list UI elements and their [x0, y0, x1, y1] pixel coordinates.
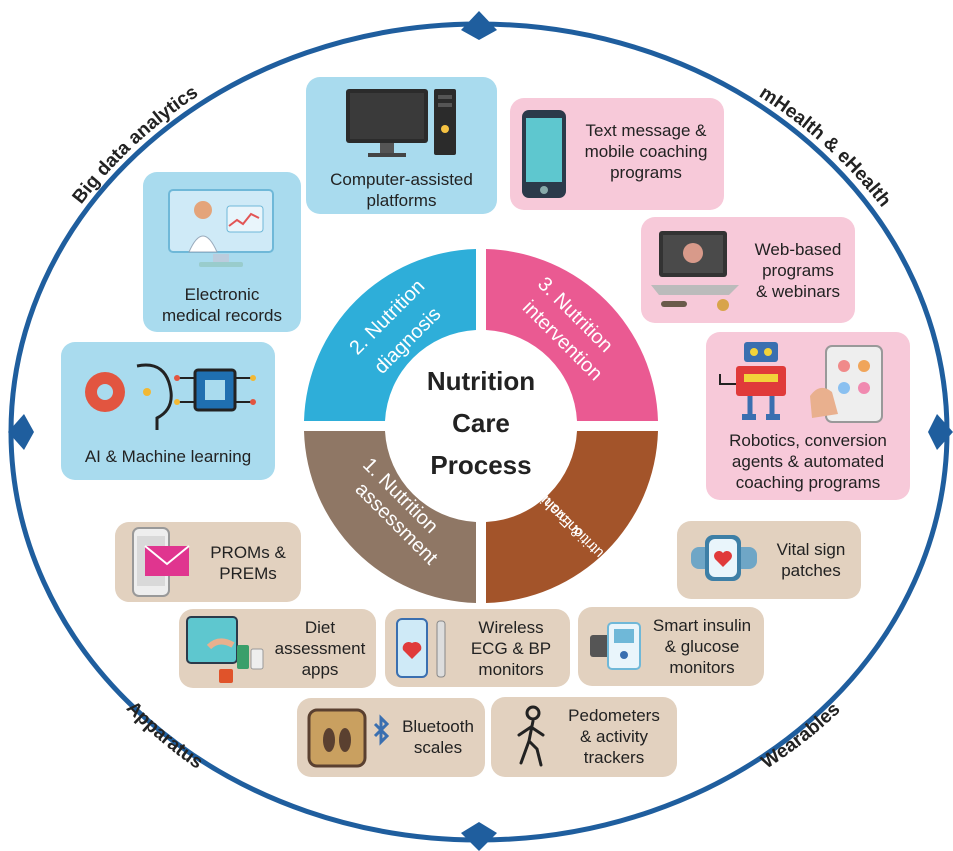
wireless-label-3: monitors — [478, 660, 544, 679]
smartwatch-icon — [691, 535, 757, 581]
bluetooth-label-1: Bluetooth — [402, 717, 474, 736]
box-wireless: Wireless ECG & BP monitors — [385, 609, 570, 687]
box-computer-assisted: Computer-assisted platforms — [306, 77, 497, 214]
doctor-screen-icon — [168, 189, 274, 267]
ring-marker-right — [928, 414, 953, 450]
segment-assessment — [304, 431, 476, 603]
segment-intervention — [486, 249, 658, 421]
diet-label-3: apps — [301, 660, 339, 679]
pedometers-label-3: trackers — [583, 748, 645, 767]
scale-bluetooth-icon — [307, 708, 390, 768]
insulin-label-1: Smart insulin — [652, 616, 752, 635]
web-label-2: programs — [762, 261, 834, 280]
box-bluetooth: Bluetooth scales — [297, 698, 485, 777]
text-label-1: Text message & — [585, 121, 707, 140]
bluetooth-label-2: scales — [413, 738, 463, 757]
phone-mail-icon — [132, 527, 190, 597]
wireless-label-2: ECG & BP — [470, 639, 552, 658]
diet-label-2: assessment — [274, 639, 366, 658]
insulin-label-2: & glucose — [664, 637, 740, 656]
glucose-monitor-icon — [590, 622, 641, 670]
box-web-based: Web-based programs & webinars — [641, 217, 855, 323]
box-vital-sign: Vital sign patches — [677, 521, 861, 599]
box-proms: PROMs & PREMs — [115, 522, 301, 602]
computer-label-2: platforms — [366, 191, 437, 210]
center-circle — [390, 335, 572, 517]
box-pedometers: Pedometers & activity trackers — [491, 697, 677, 777]
box-diet: Diet assessment apps — [179, 609, 376, 688]
proms-label-2: PREMs — [219, 564, 277, 583]
diet-label-1: Diet — [304, 618, 336, 637]
robot-icon — [719, 342, 883, 423]
proms-label-1: PROMs & — [210, 543, 286, 562]
text-label-2: mobile coaching — [584, 142, 708, 161]
text-label-3: programs — [610, 163, 682, 182]
robotics-label-2: agents & automated — [731, 452, 885, 471]
center-title-line3: Process — [430, 450, 531, 480]
segment-diagnosis — [304, 249, 476, 421]
wireless-label-1: Wireless — [478, 618, 544, 637]
center-title-line2: Care — [452, 408, 510, 438]
box-emr: Electronic medical records — [143, 172, 301, 332]
pedometers-label-2: & activity — [579, 727, 649, 746]
label-wearables: Wearables — [758, 699, 845, 773]
svg-text:Wearables: Wearables — [758, 699, 845, 773]
ring-marker-top — [461, 11, 497, 40]
pedometers-label-1: Pedometers — [568, 706, 660, 725]
label-apparatus: Apparatus — [122, 697, 206, 773]
emr-label-1: Electronic — [184, 285, 260, 304]
segment-monitoring — [486, 431, 658, 603]
robotics-label-3: coaching programs — [735, 473, 881, 492]
svg-text:mHealth & eHealth: mHealth & eHealth — [756, 82, 895, 211]
laptop-icon — [651, 231, 739, 311]
emr-label-2: medical records — [162, 306, 282, 325]
web-label-3: & webinars — [755, 282, 841, 301]
vital-label-2: patches — [781, 561, 841, 580]
center-title-line1: Nutrition — [427, 366, 535, 396]
tablet-pills-icon — [186, 616, 264, 683]
ring-marker-bottom — [461, 822, 497, 851]
ring-marker-left — [8, 414, 34, 450]
svg-text:Apparatus: Apparatus — [122, 697, 206, 773]
smartphone-icon — [522, 110, 566, 198]
box-ai: AI & Machine learning — [61, 342, 275, 480]
box-text-message: Text message & mobile coaching programs — [510, 98, 724, 210]
box-robotics: Robotics, conversion agents & automated … — [706, 332, 910, 500]
label-mhealth: mHealth & eHealth — [756, 82, 895, 211]
vital-label-1: Vital sign — [776, 540, 846, 559]
ai-brain-chip-icon — [85, 363, 256, 430]
computer-icon — [346, 89, 456, 157]
walking-person-icon — [517, 705, 545, 767]
robotics-label-1: Robotics, conversion — [729, 431, 887, 450]
ai-label: AI & Machine learning — [84, 447, 252, 466]
box-smart-insulin: Smart insulin & glucose monitors — [578, 607, 764, 686]
phone-heart-icon — [396, 618, 446, 678]
computer-label-1: Computer-assisted — [330, 170, 473, 189]
insulin-label-3: monitors — [669, 658, 735, 677]
web-label-1: Web-based — [754, 240, 842, 259]
